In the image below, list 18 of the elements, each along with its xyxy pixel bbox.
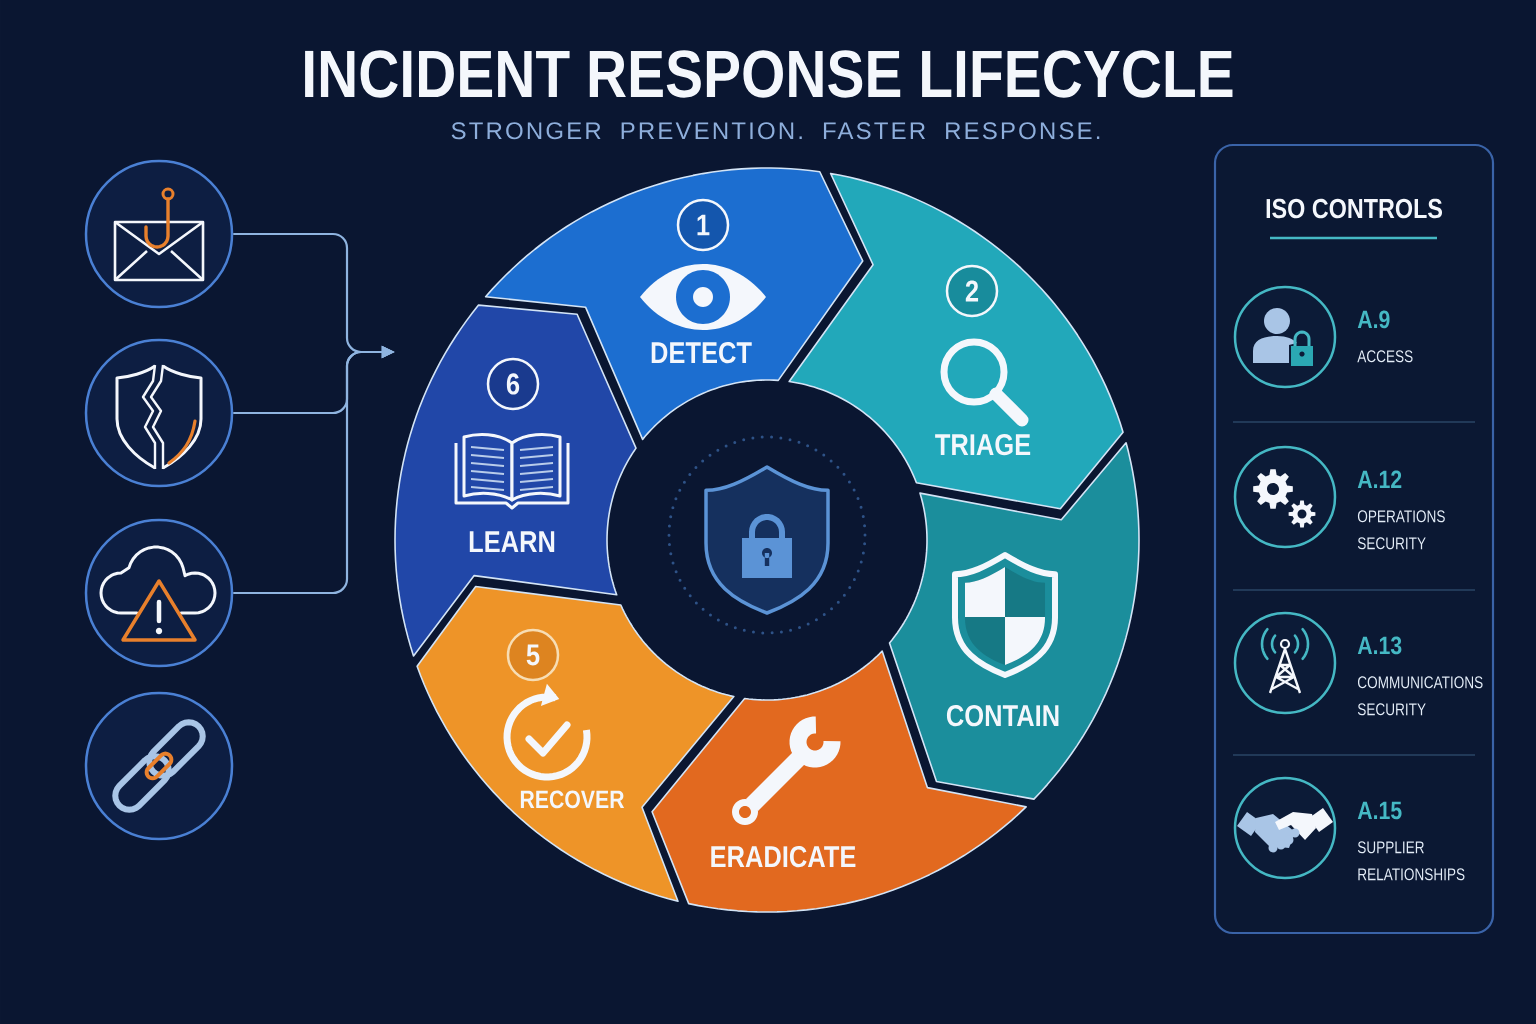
step-number: 6 [486, 357, 540, 411]
cloud-warning-icon [84, 518, 234, 668]
subtitle: STRONGER PREVENTION. FASTER RESPONSE. [451, 122, 1100, 140]
step-number: 2 [945, 264, 999, 318]
envelope-hook-icon [84, 159, 234, 309]
step-number: 5 [506, 628, 560, 682]
control-name: COMMUNICATIONS SECURITY [1357, 676, 1483, 716]
control-code: A.13 [1357, 636, 1402, 655]
control-code: A.15 [1357, 801, 1402, 820]
control-name: SUPPLIER RELATIONSHIPS [1357, 841, 1465, 881]
control-name: OPERATIONS SECURITY [1357, 510, 1445, 550]
control-name: ACCESS [1357, 350, 1413, 363]
step-number: 1 [676, 198, 730, 252]
chain-link-icon [84, 691, 234, 841]
broken-shield-icon [84, 338, 234, 488]
title: INCIDENT RESPONSE LIFECYCLE [305, 50, 1233, 98]
control-code: A.12 [1357, 470, 1402, 488]
control-code: A.9 [1357, 310, 1390, 329]
